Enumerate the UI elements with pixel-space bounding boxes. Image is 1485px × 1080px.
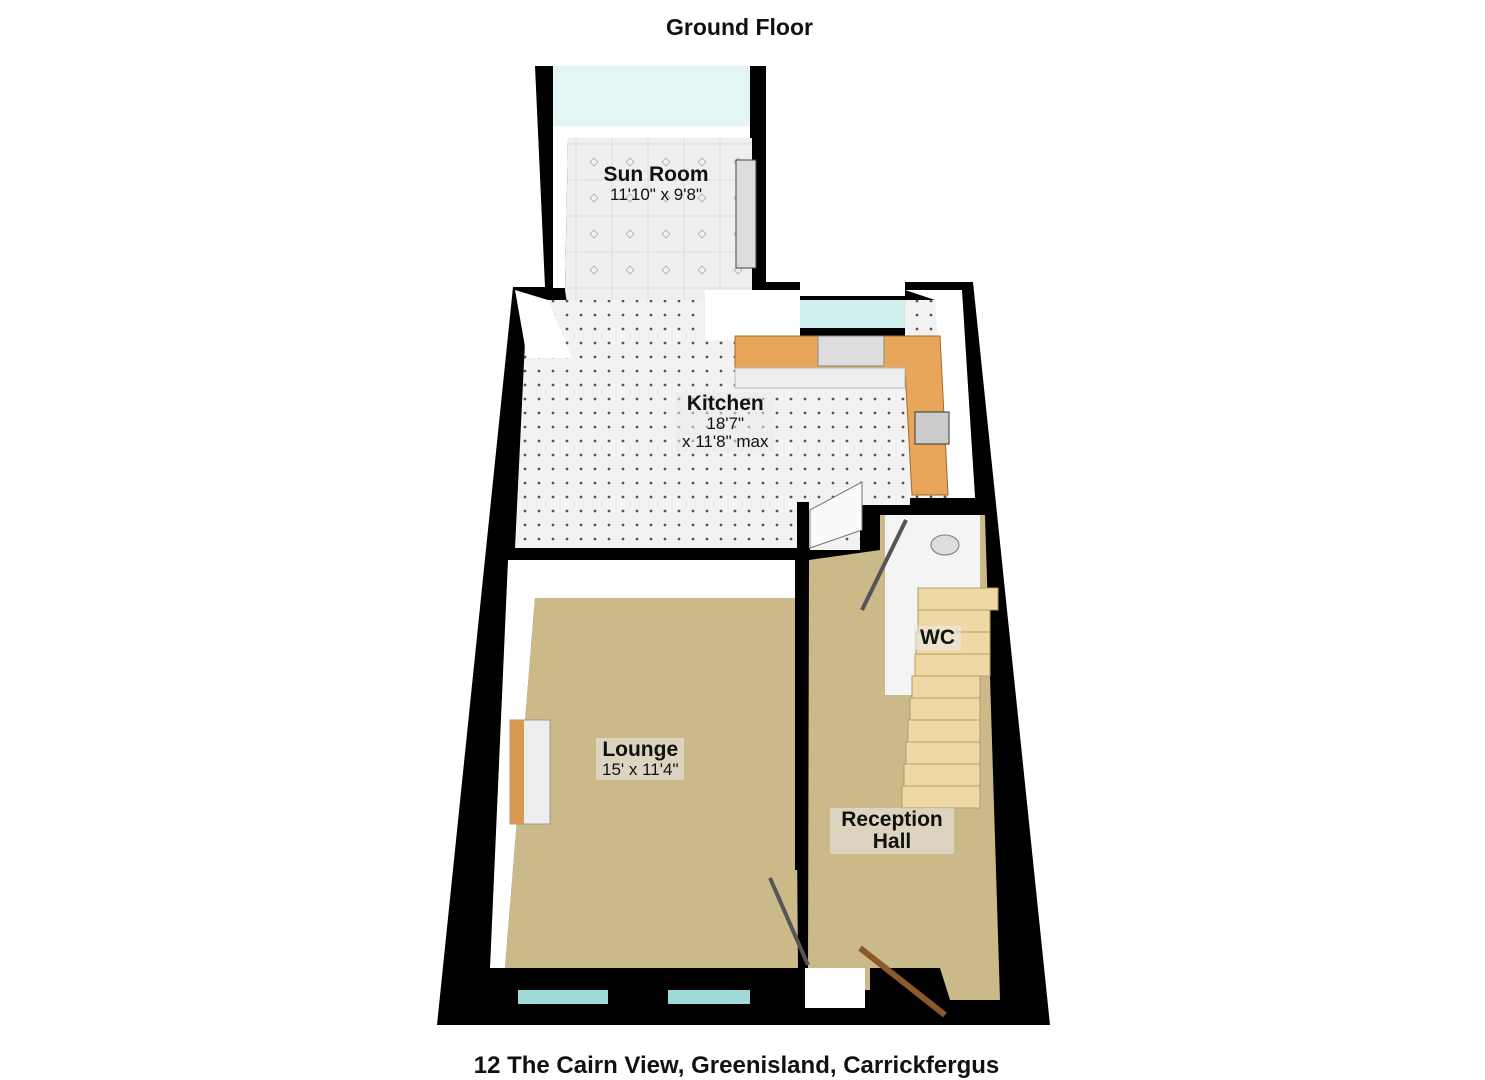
room-label-wc: WC (914, 626, 961, 651)
lounge-floor (505, 598, 798, 968)
window (553, 66, 750, 126)
wall (865, 505, 877, 550)
wall (877, 505, 987, 515)
room-dims: 11'10" x 9'8" (610, 185, 702, 205)
room-name: Sun Room (603, 163, 709, 186)
wall-face (705, 290, 800, 340)
room-name: Reception Hall (841, 808, 943, 854)
hearth (510, 720, 524, 824)
wall-face (490, 560, 797, 968)
wc-door[interactable] (860, 519, 908, 611)
kitchen-cupboards (734, 367, 906, 389)
room-dims: x 11'8" max (682, 431, 769, 451)
room-name: Kitchen (686, 392, 764, 415)
window (518, 990, 608, 1004)
wall-face (905, 290, 975, 498)
basin-icon (930, 534, 960, 556)
wall-face (805, 968, 865, 1008)
wall (795, 560, 807, 870)
hob-icon (914, 411, 950, 445)
room-name: Lounge (602, 738, 679, 761)
room-dims: 15' x 11'4" (602, 760, 679, 780)
property-address: 12 The Cairn View, Greenisland, Carrickf… (473, 1052, 1000, 1079)
front-door[interactable] (858, 945, 947, 1018)
room-label-lounge: Lounge 15' x 11'4" (596, 738, 685, 780)
room-name: WC (920, 626, 955, 649)
kitchen-door[interactable] (809, 481, 863, 549)
sun-room-door[interactable] (735, 159, 757, 269)
window (800, 300, 905, 328)
wall (500, 548, 810, 560)
lounge-door[interactable] (768, 877, 810, 966)
window (668, 990, 750, 1004)
wall (797, 502, 809, 562)
room-label-sun-room: Sun Room 11'10" x 9'8" (590, 163, 722, 205)
room-label-kitchen: Kitchen 18'7" x 11'8" max (676, 392, 775, 452)
wall-face (515, 290, 572, 358)
plan-title: Ground Floor (666, 14, 813, 40)
sink-icon (817, 335, 885, 367)
room-dims: 18'7" (706, 414, 745, 434)
room-label-reception-hall: Reception Hall (830, 808, 954, 855)
